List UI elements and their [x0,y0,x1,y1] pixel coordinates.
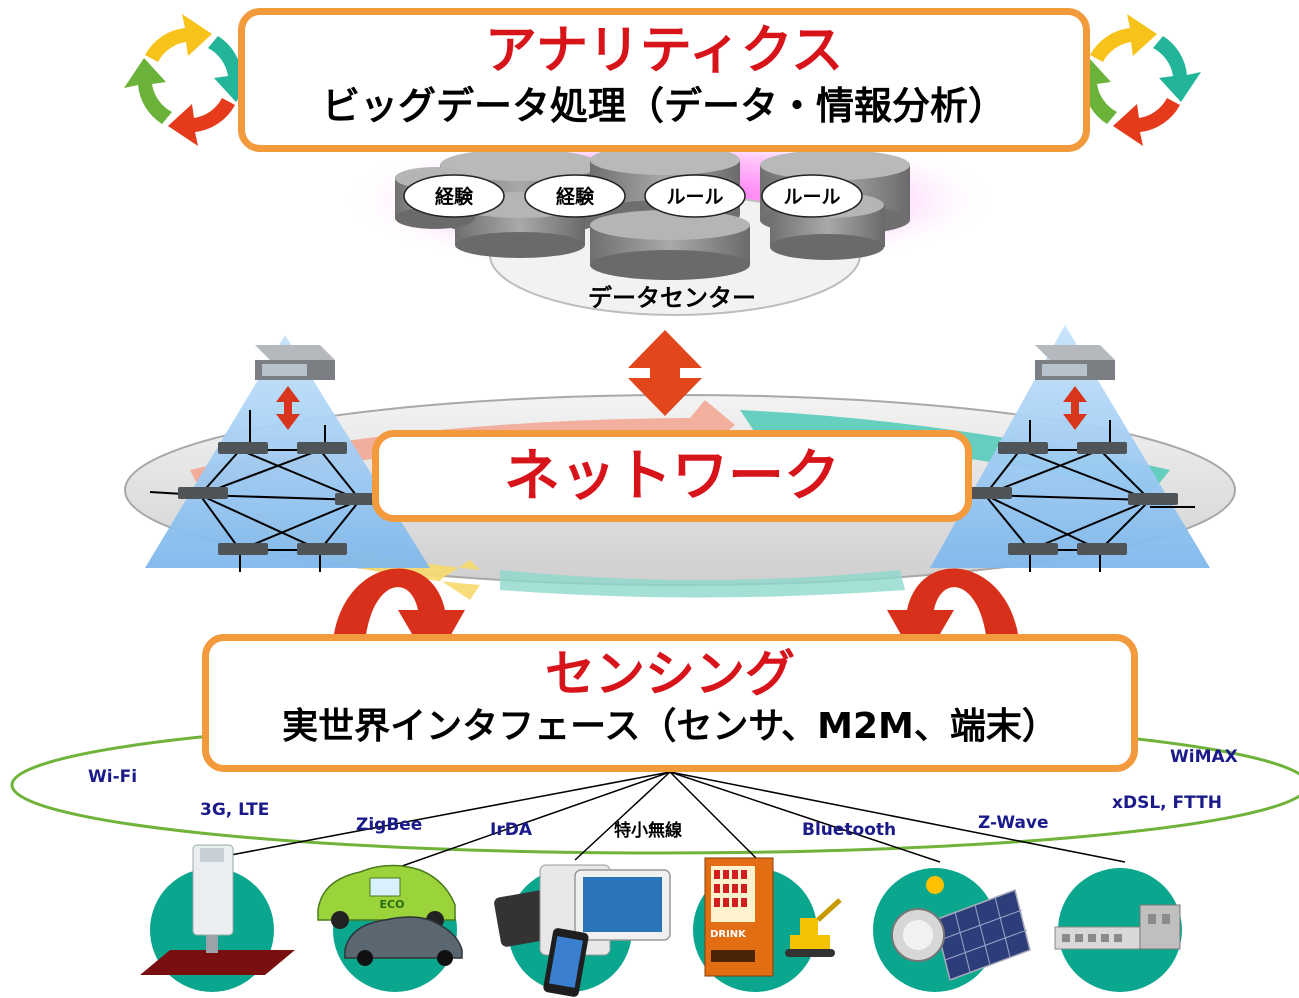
analytics-title: アナリティクス [484,21,844,81]
network-box: ネットワーク [372,430,972,522]
datacenter-network-double-arrow [628,330,702,416]
disk-front-2 [590,210,750,280]
smart-meter-solar-icon [891,876,1031,981]
cars-icon: ECO [317,864,463,966]
disk-label-bg-3 [644,174,746,218]
disk-label-bg-4 [761,174,863,218]
protocol-3g-lte: 3G, LTE [200,800,269,820]
sensing-title: センシング [545,645,795,703]
protocol-irda: IrDA [490,820,533,840]
vending-machine-icon: DRINK [704,857,842,977]
red-vertical-arrow-left [276,386,300,430]
protocol-zwave: Z-Wave [978,813,1049,833]
protocol-wifi: Wi-Fi [88,767,137,787]
disk-label-1: 経験 [435,185,474,208]
factory-icon [1054,904,1181,950]
datacenter-cluster: 経験 経験 ルール ルール データセンター [395,145,910,316]
disk-label-2: 経験 [556,185,595,208]
disk-label-4: ルール [783,186,840,208]
datacenter-label: データセンター [588,284,756,312]
disk-label-bg-1 [403,174,505,218]
disk-label-3: ルール [666,186,723,208]
network-title: ネットワーク [504,444,840,509]
excavator-icon [785,898,842,957]
protocol-tokusho: 特小無線 [614,820,682,841]
protocol-zigbee: ZigBee [356,815,422,835]
right-network-pyramid [930,325,1210,572]
protocol-xdsl-ftth: xDSL, FTTH [1112,793,1222,813]
protocol-bluetooth: Bluetooth [802,820,896,840]
analytics-subtitle: ビッグデータ処理（データ・情報分析） [321,84,1006,128]
protocol-wimax: WiMAX [1170,747,1238,767]
sensor-pole-icon [140,844,295,975]
eco-sticker: ECO [380,898,405,911]
cycle-left-icon [124,14,256,146]
red-vertical-arrow-right [1063,386,1087,430]
server-icon-left [255,345,335,380]
connection-lines [214,771,1126,873]
drink-label: DRINK [710,929,747,940]
mobile-devices-icon [494,864,671,997]
analytics-box: アナリティクス ビッグデータ処理（データ・情報分析） [238,8,1090,152]
left-network-pyramid [145,335,430,572]
server-icon-right [1035,345,1115,380]
sensing-box: センシング 実世界インタフェース（センサ、M2M、端末） [202,634,1138,772]
sensing-subtitle: 実世界インタフェース（センサ、M2M、端末） [282,706,1058,747]
disk-label-bg-2 [524,174,626,218]
